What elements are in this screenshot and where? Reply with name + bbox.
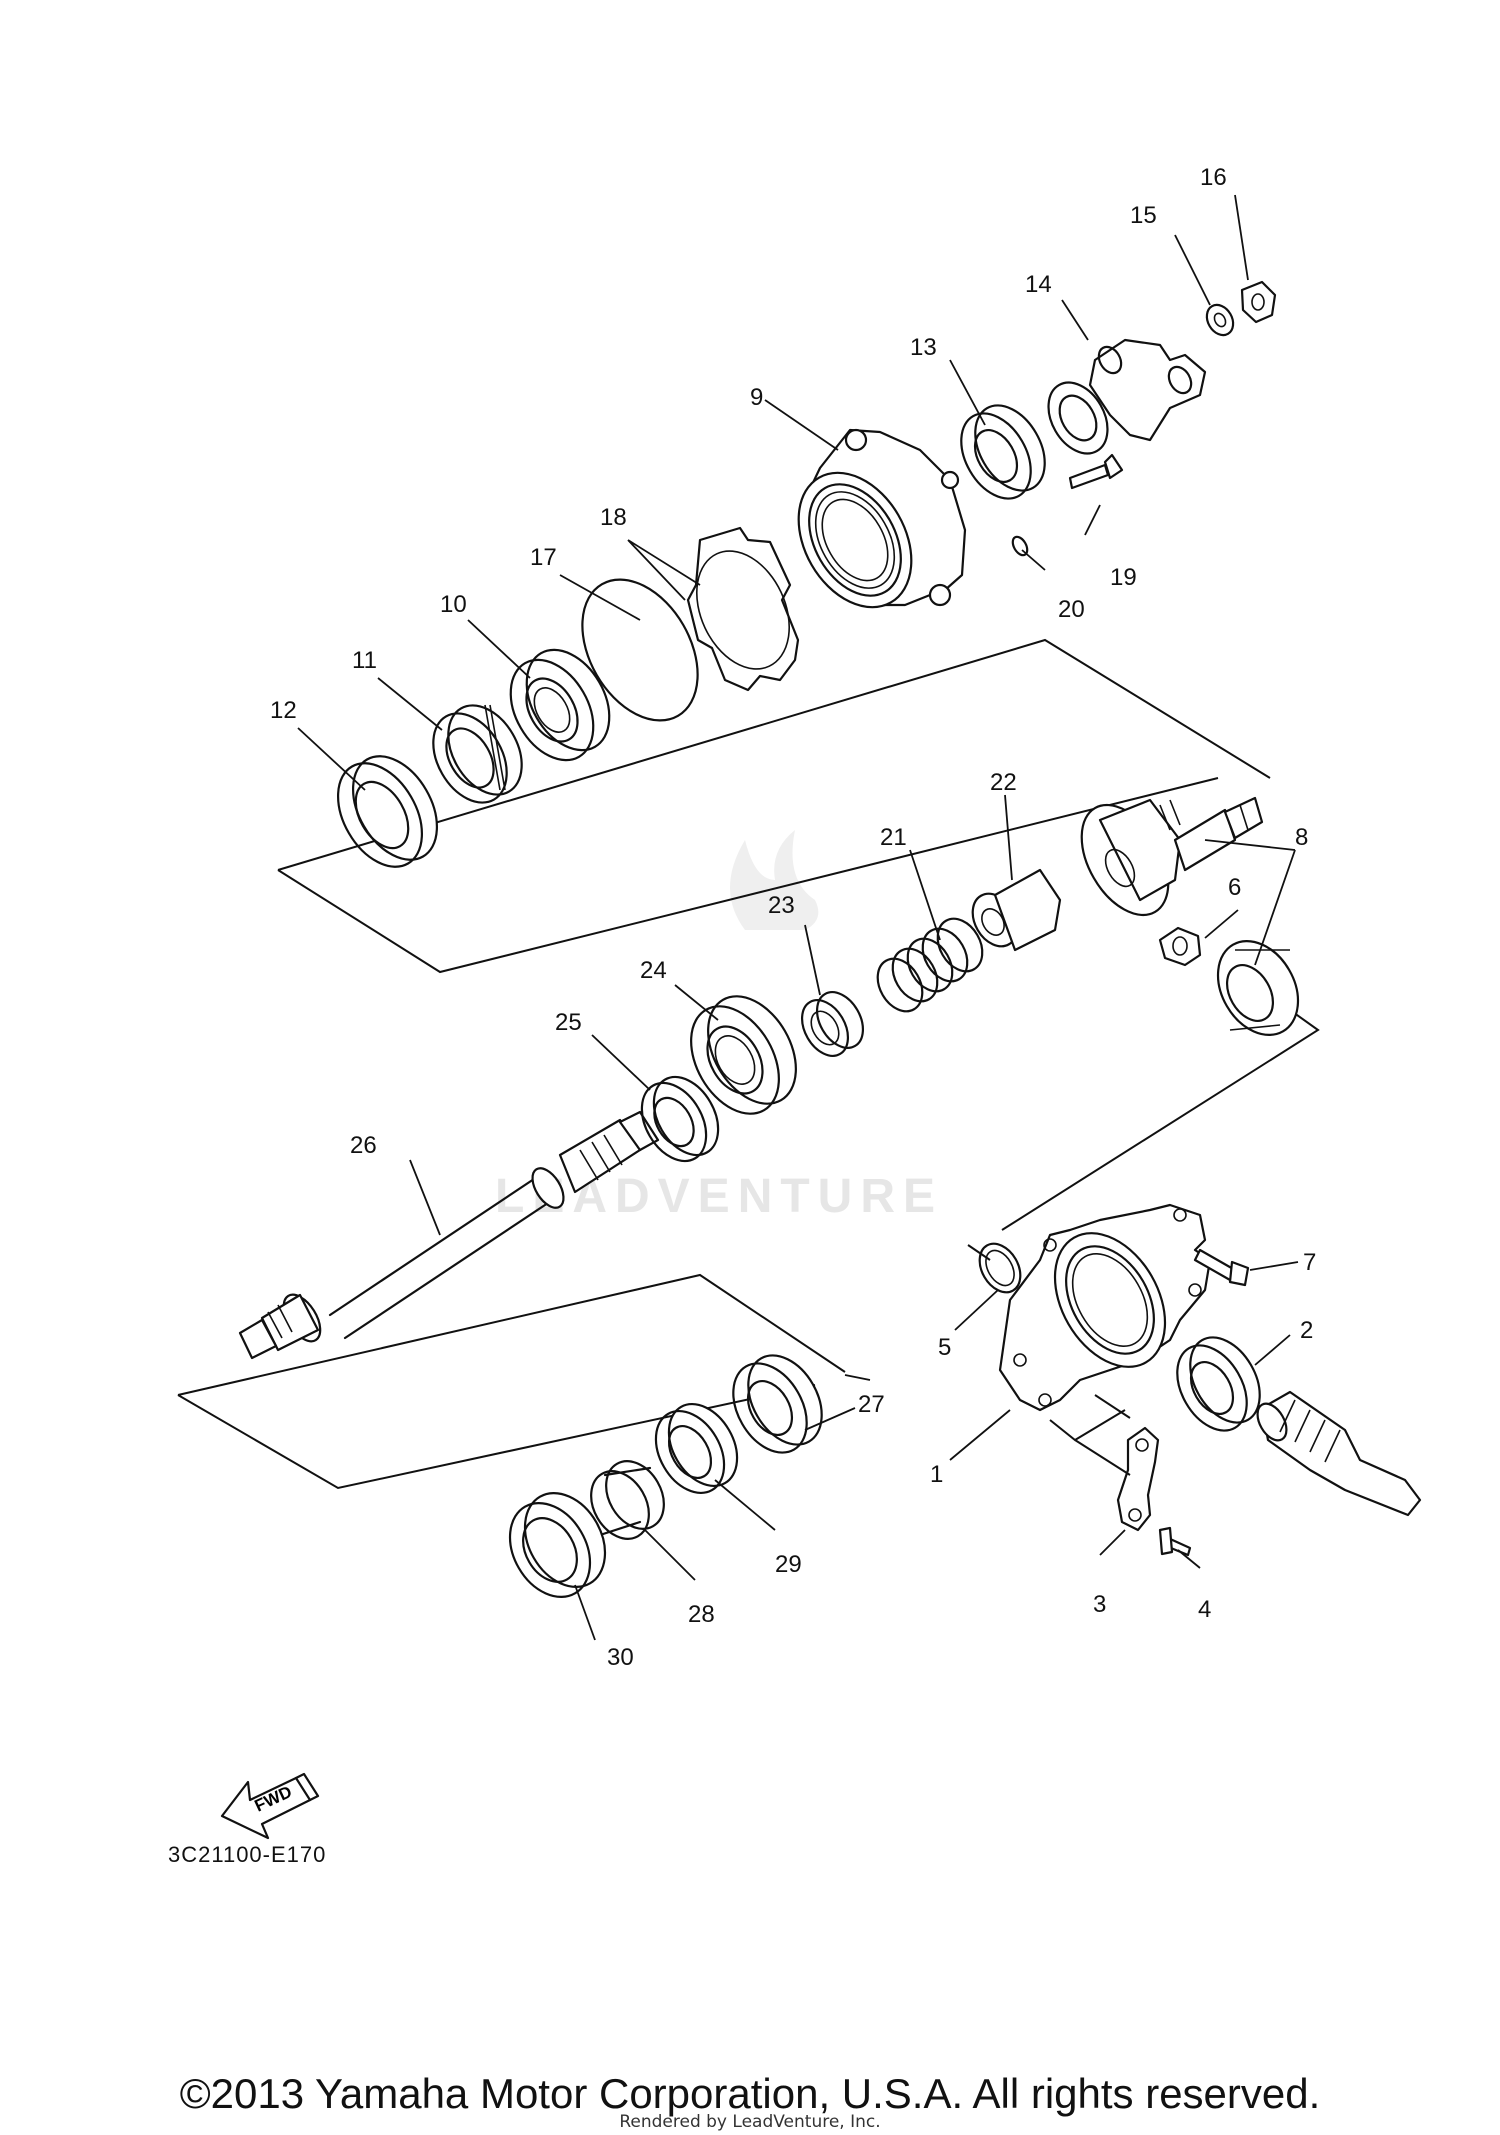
part-23-collar [800, 991, 865, 1057]
part-27-bearing [732, 1354, 823, 1454]
watermark: LEADVENTURE [495, 830, 943, 1223]
part-2-oil-seal [1176, 1336, 1261, 1432]
lower-left-group-frame [177, 1273, 846, 1490]
part-28-collar [590, 1460, 665, 1540]
part-5-o-ring [978, 1242, 1022, 1294]
bracket-frame [1049, 1394, 1131, 1476]
callout-22: 22 [990, 769, 1017, 796]
callout-30: 30 [607, 1644, 634, 1671]
watermark-text: LEADVENTURE [495, 1170, 943, 1223]
part-29-retainer [654, 1402, 739, 1495]
callout-24: 24 [640, 957, 667, 984]
part-10-bearing [509, 648, 611, 762]
part-3-bracket [1116, 1426, 1160, 1532]
callout-23: 23 [768, 892, 795, 919]
callout-10: 10 [440, 591, 467, 618]
callout-5: 5 [938, 1334, 951, 1361]
rendered-by-notice: Rendered by LeadVenture, Inc. [619, 2112, 881, 2132]
part-8-gear-set [1080, 796, 1300, 1036]
callout-1: 1 [930, 1461, 943, 1488]
part-6-nut [1158, 926, 1202, 967]
callout-11: 11 [352, 647, 377, 674]
callout-7: 7 [1303, 1249, 1316, 1276]
part-19-bolt [1068, 453, 1124, 490]
part-30-oil-seal [508, 1492, 607, 1598]
part-drive-pinion [1256, 1390, 1422, 1517]
callout-2: 2 [1300, 1317, 1313, 1344]
callout-20: 20 [1058, 596, 1085, 623]
part-13-oil-seal [960, 404, 1046, 500]
callout-13: 13 [910, 334, 937, 361]
part-4-screw [1158, 1526, 1192, 1557]
callout-12: 12 [270, 697, 297, 724]
part-7-bolt [1193, 1248, 1250, 1287]
part-18-shim [686, 526, 800, 692]
callouts: 16 15 14 13 9 18 17 10 11 12 19 20 22 21… [270, 164, 1316, 1671]
callout-26: 26 [350, 1132, 377, 1159]
callout-15: 15 [1130, 202, 1157, 229]
part-22-coupling [971, 868, 1062, 952]
diagram-code: 3C21100-E170 [168, 1842, 327, 1867]
callout-19: 19 [1110, 564, 1137, 591]
callout-18: 18 [600, 504, 627, 531]
callout-9: 9 [750, 384, 763, 411]
part-12-oil-seal [336, 755, 439, 868]
fwd-arrow: FWD [220, 1772, 320, 1840]
part-14-yoke [1047, 338, 1207, 455]
part-21-spring [876, 917, 984, 1013]
part-11-retainer [432, 704, 523, 804]
part-17-o-ring [581, 578, 699, 722]
callout-28: 28 [688, 1601, 715, 1628]
callout-8: 8 [1295, 824, 1308, 851]
leader-lines [297, 194, 1299, 1641]
callout-25: 25 [555, 1009, 582, 1036]
upper-group-frame [277, 638, 1271, 974]
callout-14: 14 [1025, 271, 1052, 298]
part-1-housing [998, 1203, 1212, 1412]
callout-27: 27 [858, 1391, 885, 1418]
callout-29: 29 [775, 1551, 802, 1578]
part-9-bearing-housing [797, 428, 967, 609]
callout-16: 16 [1200, 164, 1227, 191]
callout-3: 3 [1093, 1591, 1106, 1618]
callout-4: 4 [1198, 1596, 1211, 1623]
part-15-washer [1205, 303, 1235, 337]
part-24-bearing [690, 995, 797, 1115]
copyright-notice: ©2013 Yamaha Motor Corporation, U.S.A. A… [179, 2070, 1321, 2117]
callout-6: 6 [1228, 874, 1241, 901]
callout-21: 21 [880, 824, 907, 851]
part-26-shaft [238, 1110, 660, 1360]
part-16-nut [1240, 280, 1277, 324]
callout-17: 17 [530, 544, 557, 571]
part-25-oil-seal [640, 1075, 720, 1163]
